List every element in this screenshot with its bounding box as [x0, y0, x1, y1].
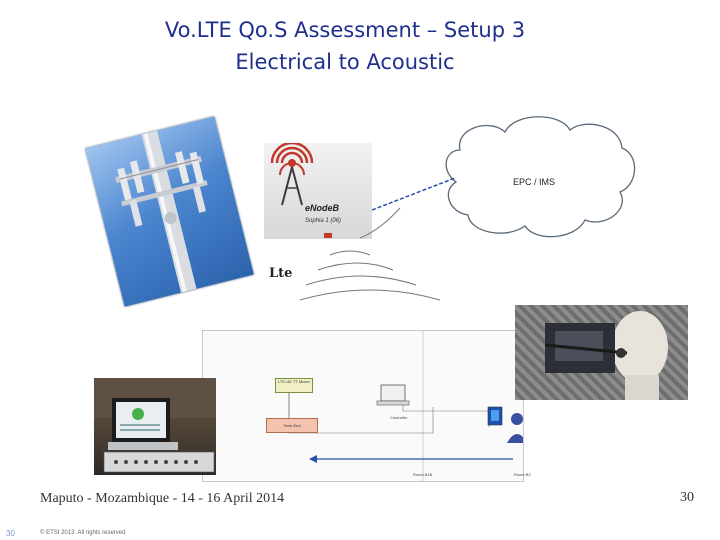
s1-link [371, 177, 456, 211]
room-b1b-label: Room B1B [413, 472, 433, 477]
copyright-notice: © ETSI 2013. All rights reserved [40, 530, 126, 536]
slide-number: 30 [6, 529, 15, 538]
epc-ims-cloud [445, 116, 636, 238]
terminal-box: Term End [266, 418, 318, 433]
radio-waves [299, 207, 441, 301]
artificial-head-drawing [544, 311, 668, 400]
title-line-2: Electrical to Acoustic [235, 50, 455, 74]
room-b2-label: Room B2 [514, 472, 531, 477]
footer-page-number: 30 [680, 490, 694, 505]
lab-setup-lines [288, 331, 527, 481]
title-line-1: Vo.LTE Qo.S Assessment – Setup 3 [164, 18, 526, 42]
lte-logo: Lte [269, 266, 293, 281]
enodeb-label: eNodeB [305, 203, 340, 213]
artificial-head-photo [515, 305, 688, 400]
audio-analyzer-drawing [94, 378, 216, 473]
enodeb-antenna-icon [270, 141, 332, 238]
cell-tower-drawing [115, 130, 208, 293]
footer-location: Maputo - Mozambique - 14 - 16 April 2014 [40, 491, 285, 506]
audio-analyzer-photo [94, 378, 216, 475]
ue-box: LTE-UE TT Mover [275, 378, 313, 393]
epc-ims-label: EPC / IMS [513, 177, 556, 187]
slide-title: Vo.LTE Qo.S Assessment – Setup 3 Electri… [0, 14, 690, 78]
lab-setup-diagram [202, 330, 527, 482]
enodeb-box [264, 141, 372, 239]
cell-tower-photo [85, 116, 254, 307]
enodeb-model: Sophia 1 (06) [305, 218, 342, 224]
controller-label: Controller [390, 415, 408, 420]
